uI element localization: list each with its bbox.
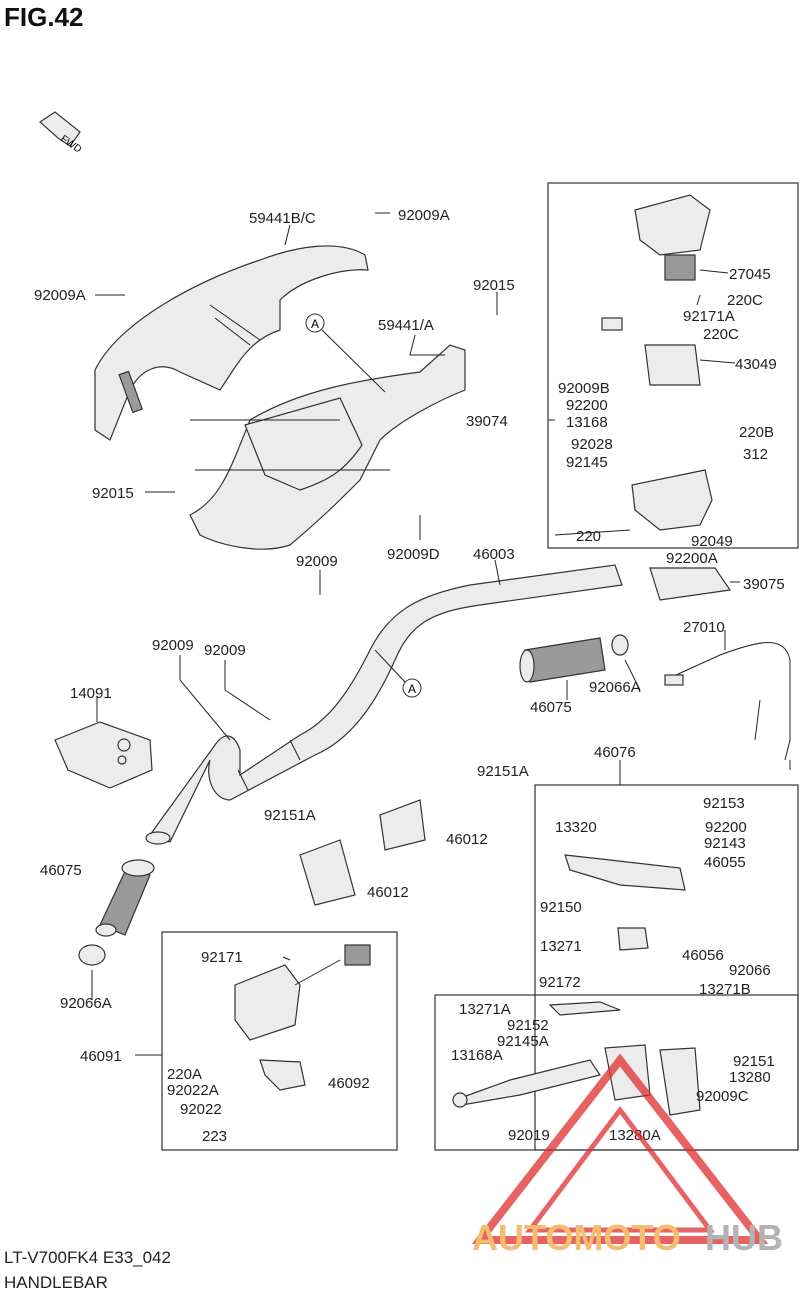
part-label: 92009B [558, 380, 610, 397]
watermark-text-hub: HUB [705, 1217, 783, 1258]
upper-cover-59441bc [94, 245, 369, 441]
part-label: 92200 [566, 397, 608, 414]
group-box-46091 [161, 931, 398, 1151]
part-label: 92015 [92, 485, 134, 502]
svg-text:A: A [311, 317, 319, 331]
part-label: 46091 [80, 1048, 122, 1065]
part-label: 39075 [743, 576, 785, 593]
part-label: 13271A [459, 1001, 511, 1018]
part-label: 223 [202, 1128, 227, 1145]
part-label: 92049 [691, 533, 733, 550]
part-label: 220 [576, 528, 601, 545]
part-label: 46056 [682, 947, 724, 964]
part-label: 13168A [451, 1047, 503, 1064]
lower-cover-59441a [189, 344, 466, 550]
part-label: 59441/A [378, 317, 434, 334]
part-label: 220C [727, 292, 763, 309]
watermark-text-automoto: AUTOMOTO [472, 1217, 681, 1258]
part-label: 92066A [589, 679, 641, 696]
left-grip-end-92066a [78, 944, 106, 966]
part-label: 92028 [571, 436, 613, 453]
part-label: 46012 [446, 831, 488, 848]
forward-direction-arrow: FWD [39, 111, 83, 156]
part-label: 92151A [477, 763, 529, 780]
part-label: 92009D [387, 546, 440, 563]
part-label: 220B [739, 424, 774, 441]
holder-46012-upper [379, 799, 426, 851]
part-label: 14091 [70, 685, 112, 702]
right-grip-46075 [519, 637, 606, 683]
switch-assembly-46091 [234, 944, 371, 1091]
part-label: 92066 [729, 962, 771, 979]
handlebar-46003 [145, 564, 623, 845]
part-label: 92151 [733, 1053, 775, 1070]
part-label: 92153 [703, 795, 745, 812]
part-label: 92145A [497, 1033, 549, 1050]
part-label: 92009A [34, 287, 86, 304]
part-label: 92200 [705, 819, 747, 836]
part-label: 92145 [566, 454, 608, 471]
part-label: 43049 [735, 356, 777, 373]
group-box-39074 [547, 182, 799, 549]
part-label: 92151A [264, 807, 316, 824]
part-label: 46076 [594, 744, 636, 761]
part-label: 92150 [540, 899, 582, 916]
group-box-46076-inner [434, 994, 799, 1151]
part-label: 92171A [683, 308, 735, 325]
leader-lines [91, 212, 740, 1056]
part-label: 39074 [466, 413, 508, 430]
part-label: 46075 [40, 862, 82, 879]
part-label: 92172 [539, 974, 581, 991]
throttle-cable-27010 [664, 642, 791, 770]
part-label: 92143 [704, 835, 746, 852]
part-label: 92171 [201, 949, 243, 966]
right-grip-end-92066a [611, 634, 629, 656]
part-label: 92009 [296, 553, 338, 570]
holder-46012-lower [299, 839, 356, 906]
part-label: 46003 [473, 546, 515, 563]
part-label: 92015 [473, 277, 515, 294]
part-label: 27045 [729, 266, 771, 283]
part-label: 92152 [507, 1017, 549, 1034]
svg-text:A: A [408, 682, 416, 696]
part-label: 46075 [530, 699, 572, 716]
throttle-housing-assembly [601, 194, 732, 601]
part-label: 312 [743, 446, 768, 463]
part-label: 220A [167, 1066, 202, 1083]
part-label: 92022 [180, 1101, 222, 1118]
part-label: 27010 [683, 619, 725, 636]
part-label: 92009A [398, 207, 450, 224]
part-label: 46012 [367, 884, 409, 901]
part-label: 92022A [167, 1082, 219, 1099]
part-label: 46092 [328, 1075, 370, 1092]
cover-14091 [54, 721, 153, 789]
part-label: 13280A [609, 1127, 661, 1144]
part-label: 59441B/C [249, 210, 316, 227]
watermark-logo: AUTOMOTO HUB [471, 1053, 783, 1258]
part-label: 92009 [204, 642, 246, 659]
part-label: 46055 [704, 854, 746, 871]
part-label: 92009 [152, 637, 194, 654]
part-label: 92009C [696, 1088, 749, 1105]
part-label: 92200A [666, 550, 718, 567]
part-number-labels: 59441B/C 92009A 92009A 92015 59441/A 920… [34, 207, 785, 1145]
part-label: 13320 [555, 819, 597, 836]
part-label: 92066A [60, 995, 112, 1012]
fwd-label: FWD [58, 133, 83, 155]
callout-a-upper: A [305, 313, 386, 393]
part-label: 13271 [540, 938, 582, 955]
part-label: 92019 [508, 1127, 550, 1144]
part-label: 13280 [729, 1069, 771, 1086]
figure-name-label: HANDLEBAR [4, 1273, 108, 1292]
callout-a-lower: A [374, 649, 422, 698]
left-grip-46075 [95, 859, 155, 937]
figure-code-label: LT-V700FK4 E33_042 [4, 1248, 171, 1267]
figure-title: FIG.42 [4, 2, 84, 32]
part-label: 220C [703, 326, 739, 343]
part-label: 13168 [566, 414, 608, 431]
part-label: 13271B [699, 981, 751, 998]
